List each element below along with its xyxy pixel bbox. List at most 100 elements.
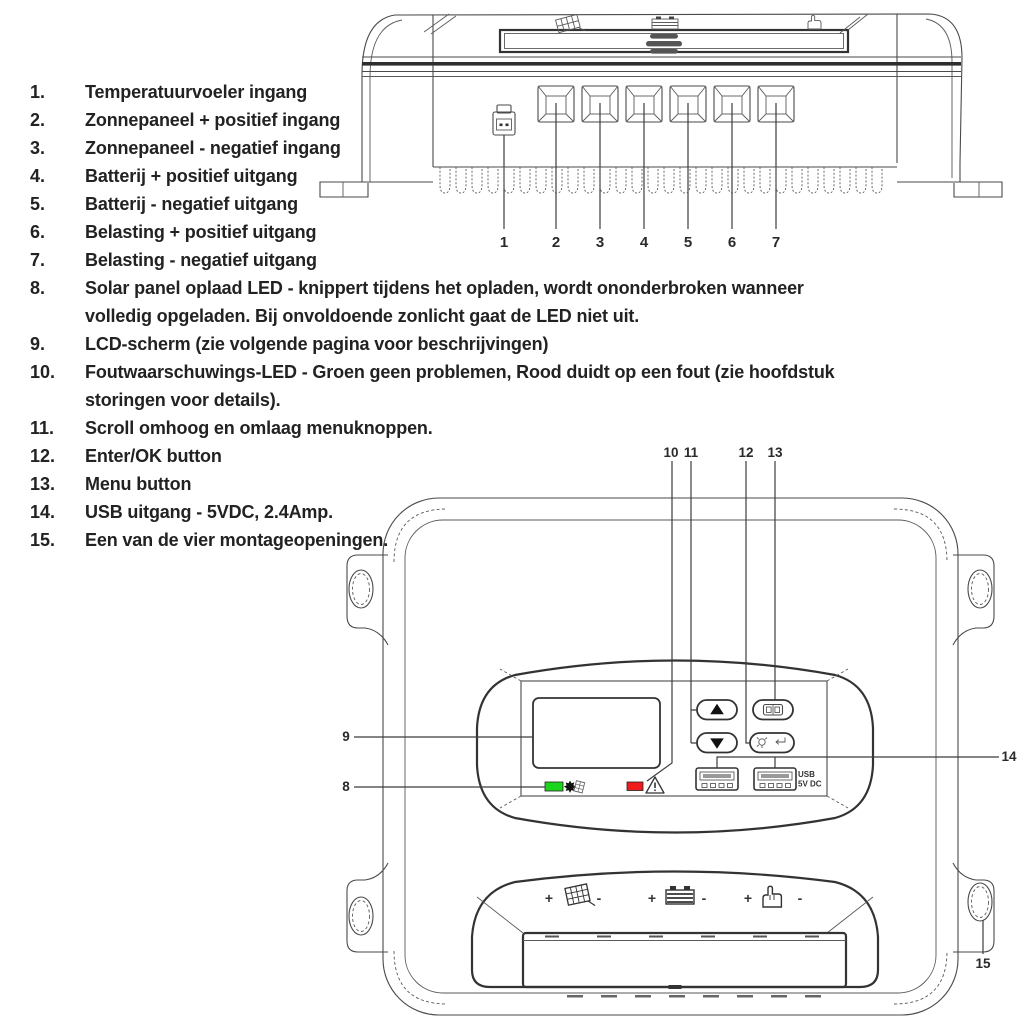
heatsink-fin bbox=[807, 167, 819, 194]
list-item: 9. LCD-scherm (zie volgende pagina voor b… bbox=[30, 330, 950, 358]
list-item: 14. USB uitgang - 5VDC, 2.4Amp. bbox=[30, 498, 950, 526]
vent-dash bbox=[545, 935, 559, 938]
panel-face bbox=[520, 680, 828, 797]
vent-dash bbox=[701, 935, 715, 938]
screw-terminal: 2 bbox=[537, 85, 575, 251]
list-item-number: 2. bbox=[30, 110, 46, 130]
solar-panel-icon bbox=[564, 883, 596, 907]
load-hand-icon bbox=[762, 885, 783, 908]
heatsink-fin bbox=[791, 167, 803, 194]
list-item: 12.Enter/OK button bbox=[30, 442, 950, 470]
callout-label: 11 bbox=[684, 445, 699, 460]
list-item-number: 13. bbox=[30, 474, 56, 494]
list-item: 15. Een van de vier montageopeningen. bbox=[30, 526, 950, 554]
usb-port-2 bbox=[753, 767, 797, 791]
vent-dash bbox=[771, 995, 787, 998]
vent-dash bbox=[805, 995, 821, 998]
mounting-ear-top-right bbox=[952, 554, 995, 646]
sun-panel-icon bbox=[563, 780, 586, 794]
battery-icon bbox=[651, 16, 679, 30]
heatsink-fin bbox=[487, 167, 499, 194]
mounting-hole bbox=[352, 573, 370, 605]
screw-terminal: 5 bbox=[669, 85, 707, 251]
heatsink-fin bbox=[855, 167, 867, 194]
fault-led bbox=[626, 781, 644, 791]
list-item-number: 15. bbox=[30, 530, 56, 550]
mounting-ear-bottom-right bbox=[952, 862, 995, 953]
list-item-number: 10. bbox=[30, 362, 56, 382]
heatsink-fin bbox=[823, 167, 835, 194]
heatsink-fin bbox=[599, 167, 611, 194]
plus-sign: + bbox=[648, 890, 656, 906]
list-item-text: Scroll omhoog en omlaag menuknoppen. bbox=[85, 418, 433, 438]
callout-label: 12 bbox=[738, 445, 753, 460]
list-item-number: 7. bbox=[30, 250, 46, 270]
screw-terminal: 3 bbox=[581, 85, 619, 251]
vent-dash bbox=[649, 935, 663, 938]
controller-body-outline bbox=[319, 13, 1003, 198]
list-item-text: Enter/OK button bbox=[85, 446, 222, 466]
list-item: 6.Belasting + positief uitgang bbox=[30, 218, 950, 246]
dark-band bbox=[362, 62, 961, 66]
list-item-text: Belasting - negatief uitgang bbox=[85, 250, 317, 270]
list-item-text: USB uitgang - 5VDC, 2.4Amp. bbox=[85, 502, 333, 522]
terminal-polarity-row: + - + - + - bbox=[545, 883, 803, 908]
list-item: 2.Zonnepaneel + positief ingang bbox=[30, 106, 950, 134]
list-item: 5.Batterij - negatief uitgang bbox=[30, 190, 950, 218]
usb-port-1 bbox=[695, 767, 739, 791]
list-item: 11.Scroll omhoog en omlaag menuknoppen. bbox=[30, 414, 950, 442]
heatsink-fin bbox=[519, 167, 531, 194]
control-panel: USB 5V DC bbox=[475, 659, 875, 834]
lcd-screen bbox=[532, 697, 661, 769]
screw-terminal: 7 bbox=[757, 85, 795, 251]
heatsink-fin bbox=[727, 167, 739, 194]
screw-terminal: 6 bbox=[713, 85, 751, 251]
heatsink-fin bbox=[663, 167, 675, 194]
heatsink-fin bbox=[567, 167, 579, 194]
list-item-text: LCD-scherm (zie volgende pagina voor bes… bbox=[85, 334, 549, 354]
vent-dash bbox=[567, 995, 583, 998]
heatsink-fin bbox=[839, 167, 851, 194]
battery-icon bbox=[665, 886, 695, 905]
warning-triangle-icon bbox=[645, 776, 665, 794]
mounting-hole bbox=[971, 886, 989, 918]
terminal-cover: + - + - + - bbox=[470, 870, 880, 998]
list-item-number: 3. bbox=[30, 138, 46, 158]
list-item-text: Temperatuurvoeler ingang bbox=[85, 82, 308, 102]
callout-label: 15 bbox=[975, 956, 991, 971]
heatsink-fin bbox=[647, 167, 659, 194]
front-view-callouts: 9 8 10 11 12 13 14 15 bbox=[342, 445, 1017, 971]
heatsink-fin bbox=[471, 167, 483, 194]
vent-dash bbox=[669, 995, 685, 998]
plus-sign: + bbox=[545, 890, 553, 906]
list-item-text: volledig opgeladen. Bij onvoldoende zonl… bbox=[85, 306, 640, 326]
heatsink-fin bbox=[535, 167, 547, 194]
list-item: 10.Foutwaarschuwings-LED - Groen geen pr… bbox=[30, 358, 950, 414]
heatsink-fin bbox=[455, 167, 467, 194]
scroll-down-button bbox=[696, 732, 738, 754]
callout-label: 2 bbox=[552, 234, 560, 251]
list-item-number: 4. bbox=[30, 166, 46, 186]
vent-dash bbox=[635, 995, 651, 998]
vent-dash bbox=[601, 995, 617, 998]
left-foot bbox=[319, 181, 369, 198]
callout-label: 1 bbox=[500, 234, 508, 251]
enter-arrow-icon bbox=[775, 737, 786, 745]
list-item-number: 9. bbox=[30, 334, 46, 354]
list-item-text: Een van de vier montageopeningen. bbox=[85, 530, 389, 550]
minus-sign: - bbox=[597, 890, 602, 906]
down-arrow-icon bbox=[710, 738, 724, 749]
heatsink-fin bbox=[759, 167, 771, 194]
right-foot bbox=[953, 181, 1003, 198]
heatsink-fins bbox=[439, 167, 883, 194]
list-item-number: 14. bbox=[30, 502, 56, 522]
list-item-number: 1. bbox=[30, 82, 46, 102]
callout-label: 9 bbox=[342, 729, 350, 744]
callout-label: 8 bbox=[342, 779, 350, 794]
mounting-hole bbox=[971, 573, 989, 605]
vent-dash bbox=[703, 995, 719, 998]
list-item-text: Zonnepaneel - negatief ingang bbox=[85, 138, 341, 158]
